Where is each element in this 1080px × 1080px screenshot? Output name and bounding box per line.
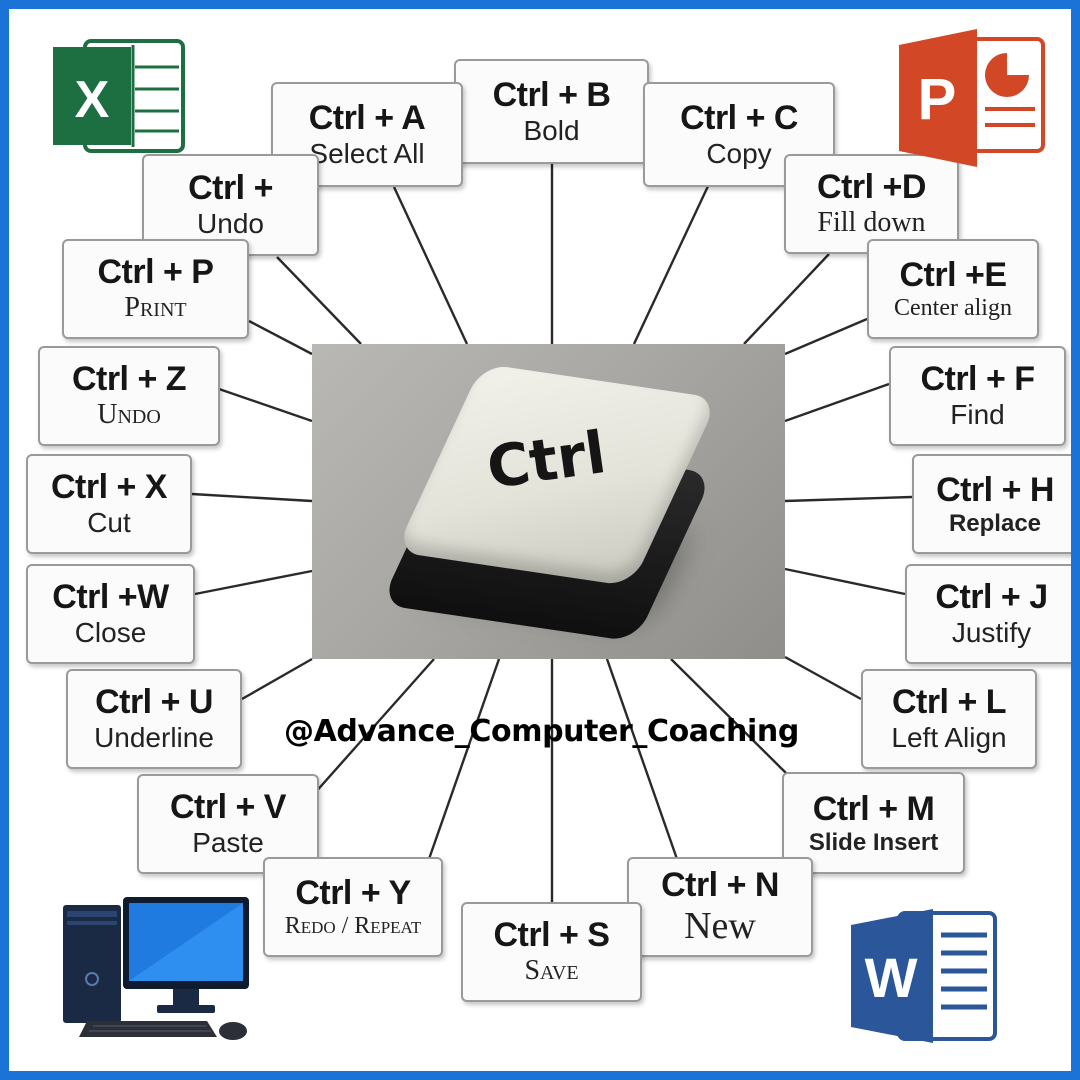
connector-line (392, 186, 469, 345)
connector-line (632, 183, 711, 345)
shortcut-keys: Ctrl + F (920, 360, 1035, 399)
connector-line (241, 657, 313, 701)
shortcut-action: Undo (97, 399, 161, 431)
shortcut-action: Copy (706, 137, 772, 169)
shortcut-action: Bold (523, 114, 580, 146)
connector-line (276, 256, 362, 345)
connector-line (248, 319, 313, 356)
shortcut-keys: Ctrl + M (812, 789, 935, 828)
shortcut-action: Close (74, 617, 147, 649)
shortcut-card-ctrl-n: Ctrl + N New (627, 857, 813, 957)
shortcut-keys: Ctrl + V (170, 788, 286, 827)
powerpoint-logo-icon: P (899, 29, 1045, 167)
shortcut-card-ctrl-u: Ctrl + U Underline (66, 669, 242, 769)
watermark-handle: @Advance_Computer_Coaching (284, 714, 799, 749)
connector-line (427, 658, 501, 860)
shortcut-card-ctrl-l: Ctrl + L Left Align (861, 669, 1037, 769)
shortcut-card-ctrl-b: Ctrl + B Bold (454, 59, 649, 164)
shortcut-action: Replace (948, 509, 1042, 537)
shortcut-keys: Ctrl + B (492, 75, 611, 114)
connector-line (784, 567, 906, 596)
shortcut-card-ctrl-f: Ctrl + F Find (889, 346, 1066, 446)
shortcut-card-ctrl-d: Ctrl +D Fill down (784, 154, 959, 254)
word-logo-icon: W (851, 909, 997, 1043)
shortcut-action: Save (524, 955, 579, 987)
shortcut-card-ctrl-p: Ctrl + P Print (62, 239, 249, 339)
connector-line (605, 658, 679, 860)
shortcut-card-ctrl-a: Ctrl + A Select All (271, 82, 463, 187)
connector-line (218, 387, 313, 423)
connector-line (784, 655, 862, 701)
ctrl-key-image: Ctrl (312, 344, 785, 659)
shortcut-action: Justify (951, 617, 1032, 649)
shortcut-action: Center align (894, 294, 1012, 321)
connector-line (784, 317, 868, 356)
shortcut-action: Undo (197, 208, 264, 240)
svg-text:X: X (75, 71, 110, 129)
shortcut-action: Paste (192, 827, 264, 859)
shortcut-keys: Ctrl + A (308, 98, 426, 137)
shortcut-card-ctrl-z: Ctrl + Z Undo (38, 346, 220, 446)
connector-line (670, 658, 788, 775)
shortcut-card-ctrl-h: Ctrl + H Replace (912, 454, 1071, 554)
shortcut-keys: Ctrl + J (935, 578, 1048, 617)
shortcut-card-ctrl-s: Ctrl + S Save (461, 902, 642, 1002)
connector-line (194, 569, 313, 596)
connector-lines (191, 164, 913, 902)
shortcut-keys: Ctrl + X (51, 468, 167, 507)
shortcut-card-ctrl-w: Ctrl +W Close (26, 564, 195, 664)
shortcut-keys: Ctrl + L (891, 683, 1007, 722)
shortcut-action: Redo / Repeat (284, 912, 422, 939)
connector-line (784, 495, 913, 503)
shortcut-keys: Ctrl + S (493, 916, 610, 955)
shortcut-action: New (684, 904, 756, 947)
shortcut-action: Print (124, 292, 187, 324)
shortcut-keys: Ctrl + (188, 169, 273, 208)
shortcut-keys: Ctrl +W (52, 578, 169, 617)
shortcut-card-ctrl-y: Ctrl + Y Redo / Repeat (263, 857, 443, 957)
shortcut-card-ctrl-x: Ctrl + X Cut (26, 454, 192, 554)
shortcut-keys: Ctrl + U (95, 683, 213, 722)
shortcut-action: Fill down (817, 207, 926, 239)
desktop-computer-icon (63, 897, 249, 1040)
shortcut-keys: Ctrl +D (817, 168, 926, 207)
shortcut-card-ctrl-e: Ctrl +E Center align (867, 239, 1039, 339)
shortcut-action: Cut (87, 507, 131, 539)
shortcut-action: Underline (94, 722, 214, 754)
svg-text:P: P (918, 67, 957, 132)
shortcut-keys: Ctrl + P (97, 253, 214, 292)
shortcut-keys: Ctrl + C (680, 98, 798, 137)
shortcut-action: Slide Insert (808, 828, 939, 856)
connector-line (743, 253, 830, 345)
shortcut-card-ctrl-undo: Ctrl + Undo (142, 154, 319, 256)
connector-line (313, 658, 435, 795)
shortcut-action: Left Align (891, 722, 1007, 754)
connector-line (784, 382, 890, 423)
shortcut-action: Select All (309, 137, 425, 169)
svg-text:W: W (865, 946, 918, 1009)
shortcut-keys: Ctrl + Y (295, 873, 411, 912)
shortcut-keys: Ctrl + N (661, 865, 779, 904)
excel-logo-icon: X (53, 39, 185, 153)
connector-line (191, 492, 313, 503)
shortcut-keys: Ctrl +E (899, 255, 1007, 294)
shortcut-card-ctrl-j: Ctrl + J Justify (905, 564, 1071, 664)
shortcut-keys: Ctrl + H (936, 470, 1054, 509)
shortcut-keys: Ctrl + Z (71, 360, 187, 399)
shortcut-card-ctrl-m: Ctrl + M Slide Insert (782, 772, 965, 874)
shortcut-action: Find (950, 399, 1005, 431)
